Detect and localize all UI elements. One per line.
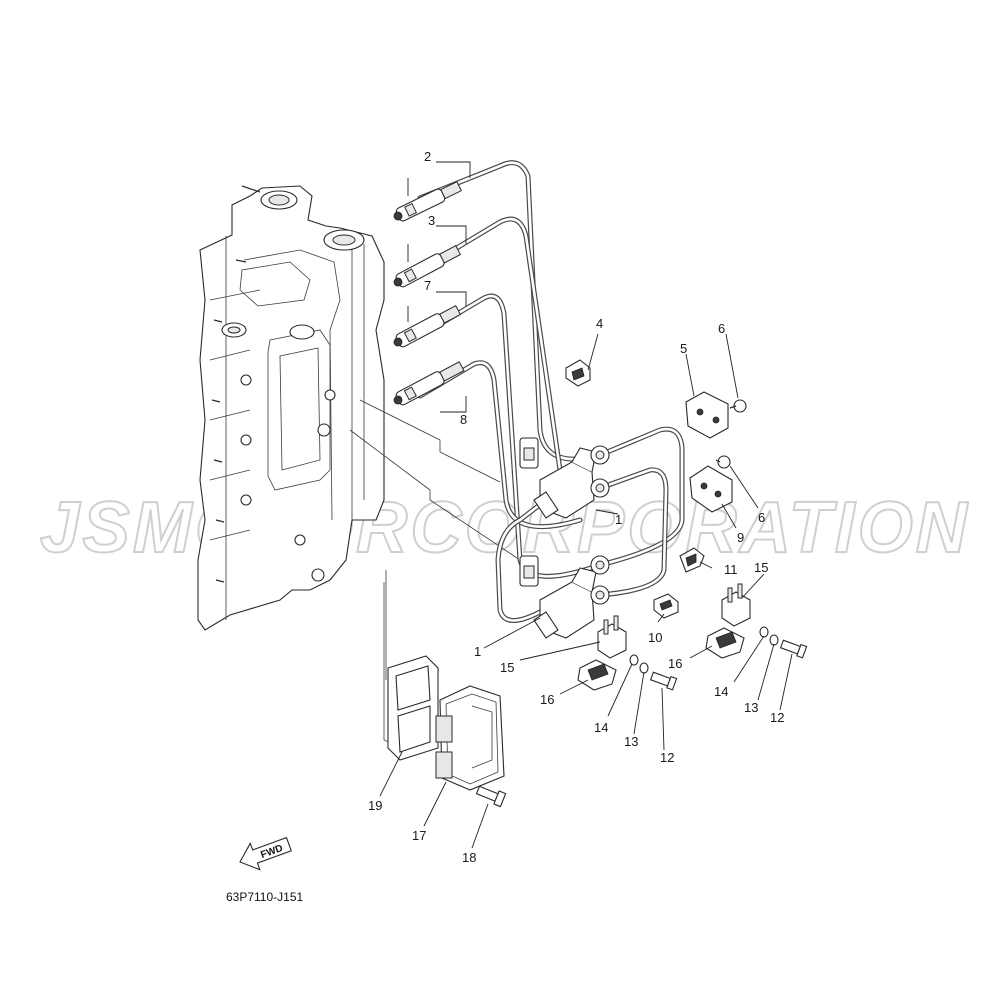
callout-1-upper: 1 [615,512,622,527]
callout-11: 11 [724,562,738,577]
holder-16-right [705,627,745,659]
bracket-9 [689,465,733,513]
callout-3: 3 [428,213,435,228]
washers-and-bolts [475,626,808,808]
leader-lines [379,161,793,849]
callout-12-right: 12 [770,710,784,725]
callout-12-left: 12 [660,750,674,765]
cylinder-block [197,185,385,631]
callout-9: 9 [737,530,744,545]
callout-2: 2 [424,149,431,164]
callout-17: 17 [412,828,426,843]
callout-8: 8 [460,412,467,427]
callout-6-lower: 6 [758,510,765,525]
callout-14-left: 14 [594,720,608,735]
callout-14-right: 14 [714,684,728,699]
callout-16-right: 16 [668,656,682,671]
callout-5: 5 [680,341,687,356]
cdi-unit-17 [435,685,505,791]
callout-numbers: 2 3 7 8 4 5 6 6 9 1 1 11 15 10 15 16 16 … [368,149,784,865]
callout-15-right: 15 [754,560,768,575]
clip-10 [653,593,679,619]
callout-15-left: 15 [500,660,514,675]
callout-7: 7 [424,278,431,293]
callout-13-left: 13 [624,734,638,749]
screw-6-upper [729,399,747,413]
screw-6-lower [715,455,731,469]
spark-plug-caps [393,181,465,406]
watermark-text: JSMOTORCORPORATION [40,488,970,568]
forward-arrow: FWD [239,836,292,871]
callout-4: 4 [596,316,603,331]
gasket-19 [387,655,439,761]
callout-16-left: 16 [540,692,554,707]
callout-13-right: 13 [744,700,758,715]
holder-16-left [577,659,617,691]
clip-4 [565,359,591,387]
drawing-code: 63P7110-J151 [226,890,304,904]
holder-15-right [721,583,751,627]
callout-18: 18 [462,850,476,865]
callout-1-lower: 1 [474,644,481,659]
clip-11 [679,547,705,573]
holder-15-left [597,615,627,659]
bracket-5 [685,391,729,439]
callout-10: 10 [648,630,662,645]
callout-6-upper: 6 [718,321,725,336]
callout-19: 19 [368,798,382,813]
